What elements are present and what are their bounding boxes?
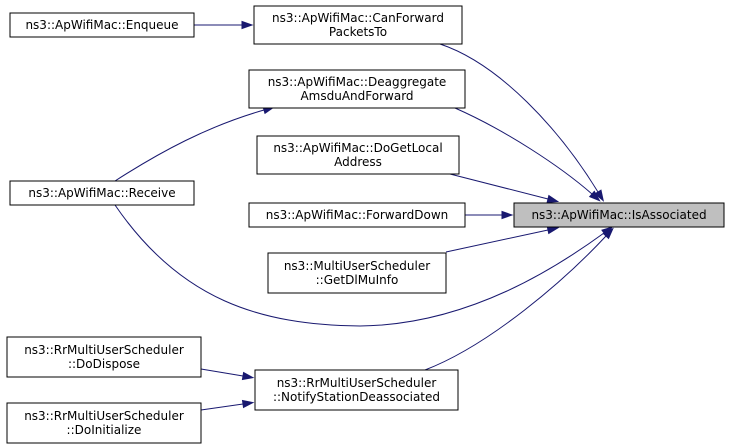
node-enqueue[interactable]: ns3::ApWifiMac::Enqueue xyxy=(9,12,195,38)
node-box[interactable] xyxy=(253,5,463,45)
node-box[interactable] xyxy=(6,336,202,378)
node-label: ::GetDlMuInfo xyxy=(316,273,399,287)
node-label: AmsduAndForward xyxy=(300,89,413,103)
graph-nodes: ns3::ApWifiMac::IsAssociated ns3::ApWifiM… xyxy=(6,5,725,444)
arrowhead-icon xyxy=(501,210,514,220)
edge-enqueue-to-canforward xyxy=(194,20,254,30)
node-box[interactable] xyxy=(513,202,725,228)
edge-dogetlocal-to-isassociated xyxy=(449,173,560,203)
node-label: ::NotifyStationDeassociated xyxy=(273,390,440,404)
arrowhead-icon xyxy=(588,190,601,202)
arrowhead-icon xyxy=(241,371,255,381)
node-label: ns3::ApWifiMac::Deaggregate xyxy=(268,75,447,89)
node-label: ns3::RrMultiUserScheduler xyxy=(24,409,184,423)
node-label: ns3::ApWifiMac::Receive xyxy=(28,186,175,200)
node-box[interactable] xyxy=(9,180,195,206)
node-forwarddown[interactable]: ns3::ApWifiMac::ForwardDown xyxy=(248,202,466,228)
node-label: ::DoDispose xyxy=(68,357,140,371)
node-deaggregate[interactable]: ns3::ApWifiMac::DeaggregateAmsduAndForwa… xyxy=(248,69,466,109)
node-label: ::DoInitialize xyxy=(67,423,142,437)
edge-dodispose-to-notifystation xyxy=(200,368,255,381)
edge-line xyxy=(445,229,549,253)
node-label: ns3::ApWifiMac::ForwardDown xyxy=(266,208,449,222)
node-getdlmuinfo[interactable]: ns3::MultiUserScheduler::GetDlMuInfo xyxy=(267,252,447,294)
node-label: Address xyxy=(334,155,382,169)
node-label: ns3::RrMultiUserScheduler xyxy=(24,343,184,357)
node-label: ns3::RrMultiUserScheduler xyxy=(277,376,437,390)
node-box[interactable] xyxy=(267,252,447,294)
node-isassociated[interactable]: ns3::ApWifiMac::IsAssociated xyxy=(513,202,725,228)
edge-line xyxy=(454,107,593,195)
edge-line xyxy=(200,368,244,377)
node-label: ns3::ApWifiMac::Enqueue xyxy=(25,18,178,32)
arrowhead-icon xyxy=(241,399,255,409)
node-label: ns3::ApWifiMac::CanForward xyxy=(272,11,444,25)
arrowhead-icon xyxy=(594,189,605,202)
edge-deaggregate-to-isassociated xyxy=(454,107,601,202)
edge-canforward-to-isassociated xyxy=(439,43,605,202)
edge-line xyxy=(439,43,599,193)
node-box[interactable] xyxy=(248,69,466,109)
arrowhead-icon xyxy=(241,20,254,30)
edge-getdlmuinfo-to-isassociated xyxy=(445,225,560,253)
edge-doinitialize-to-notifystation xyxy=(200,399,255,411)
node-notifystation[interactable]: ns3::RrMultiUserScheduler::NotifyStation… xyxy=(254,369,459,411)
node-box[interactable] xyxy=(248,202,466,228)
node-doinitialize[interactable]: ns3::RrMultiUserScheduler::DoInitialize xyxy=(6,402,202,444)
arrowhead-icon xyxy=(602,227,614,240)
edge-line xyxy=(114,109,265,182)
node-receive[interactable]: ns3::ApWifiMac::Receive xyxy=(9,180,195,206)
graph-edges xyxy=(114,20,614,411)
node-box[interactable] xyxy=(254,369,459,411)
edge-line xyxy=(200,403,244,411)
node-label: ns3::MultiUserScheduler xyxy=(284,259,430,273)
edge-forwarddown-to-isassociated xyxy=(465,210,514,220)
node-label: PacketsTo xyxy=(329,25,387,39)
node-dodispose[interactable]: ns3::RrMultiUserScheduler::DoDispose xyxy=(6,336,202,378)
node-box[interactable] xyxy=(6,402,202,444)
edge-line xyxy=(114,204,605,327)
node-box[interactable] xyxy=(256,135,460,175)
edge-notifystation-to-isassociated xyxy=(424,227,614,371)
node-label: ns3::ApWifiMac::IsAssociated xyxy=(531,208,706,222)
node-label: ns3::ApWifiMac::DoGetLocal xyxy=(273,141,442,155)
edge-receive-to-deaggregate xyxy=(114,106,276,182)
arrowhead-icon xyxy=(546,225,560,235)
edge-line xyxy=(449,173,549,200)
arrowhead-icon xyxy=(546,194,560,203)
edge-line xyxy=(424,235,607,371)
node-box[interactable] xyxy=(9,12,195,38)
